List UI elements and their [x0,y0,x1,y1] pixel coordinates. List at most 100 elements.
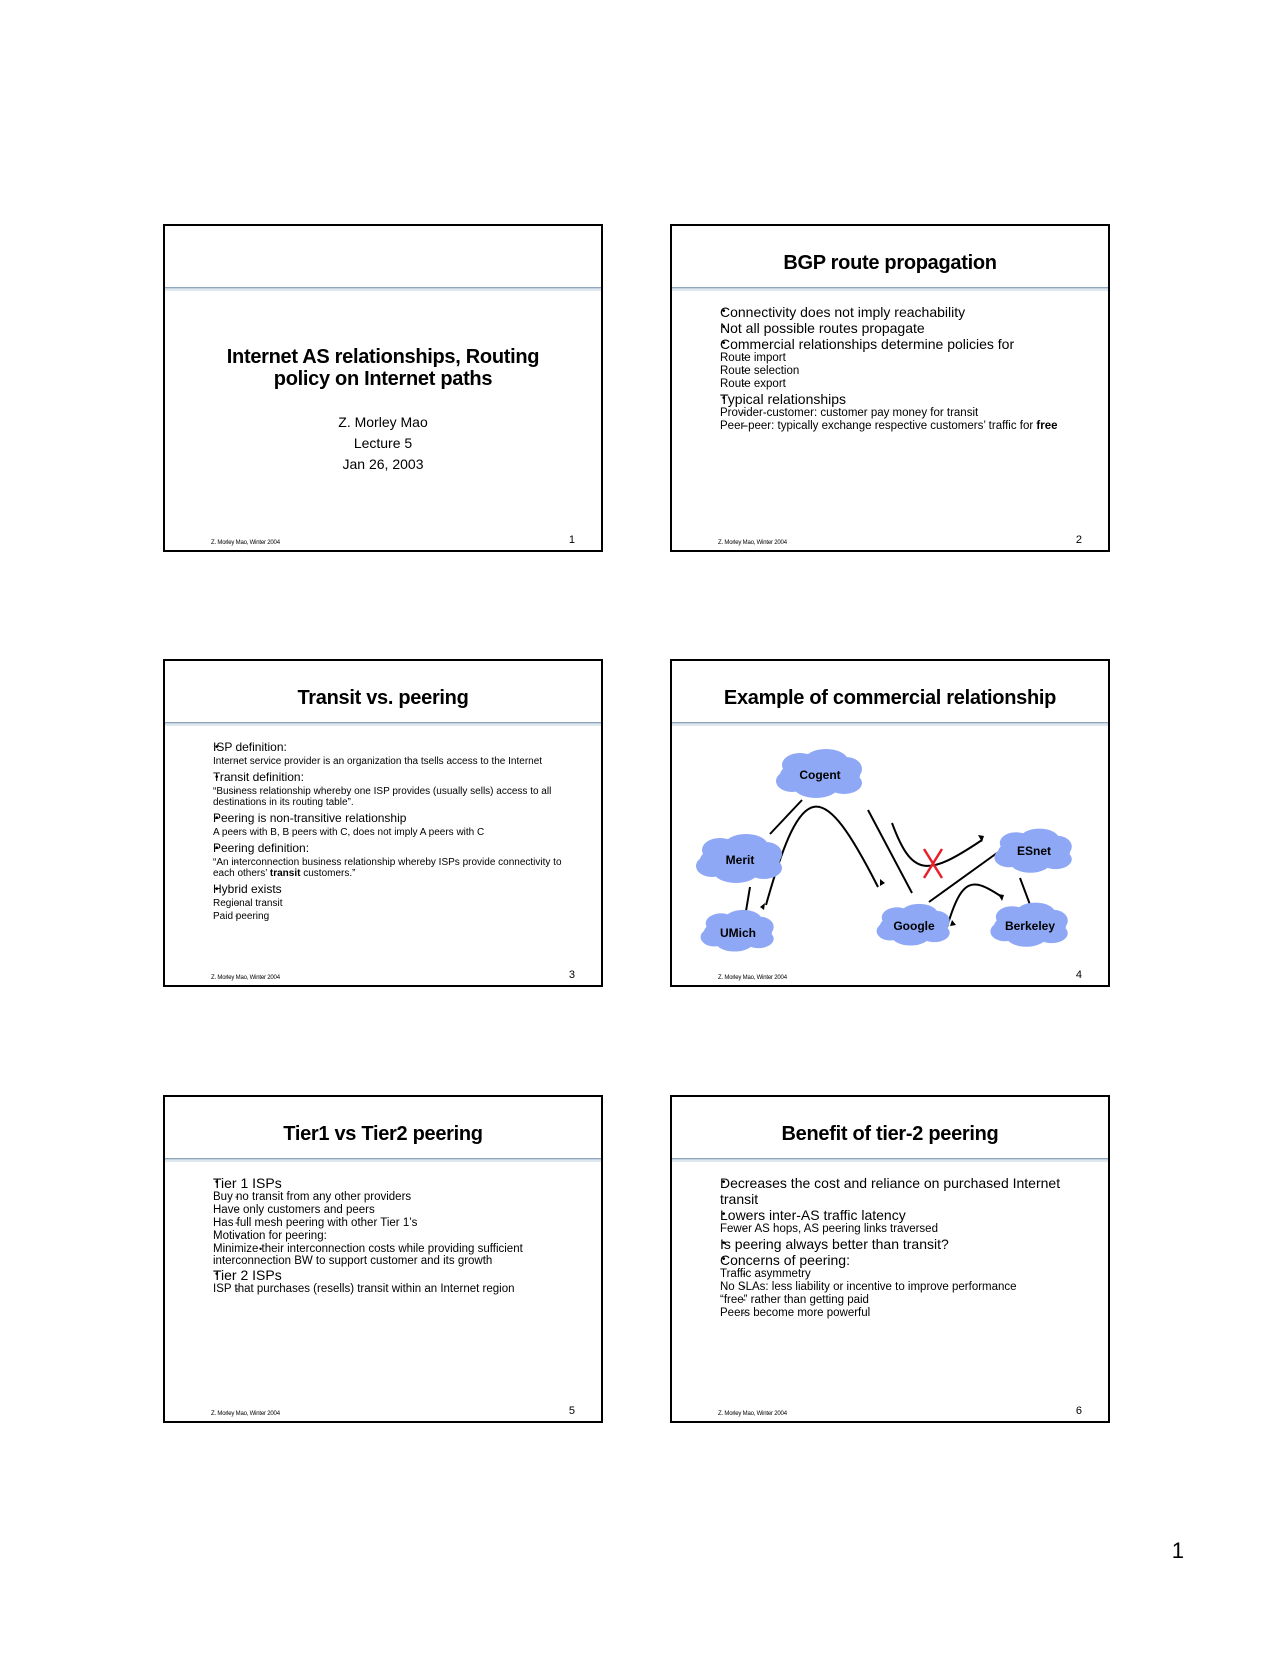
bullet: Concerns of peering: [720,1252,1084,1268]
page-number: 1 [1171,1538,1184,1563]
slide-number: 4 [1075,969,1082,981]
sub-bullet: Route selection [720,365,1084,378]
sub-bullet: Regional transit [213,898,577,909]
sub-bullet: Provider-customer: customer pay money fo… [720,407,1084,420]
slide-title: Transit vs. peering [297,687,469,709]
slide-number: 2 [1075,534,1082,546]
arrowhead [880,879,885,886]
title-rule [672,722,1108,726]
slide-6: Benefit of tier-2 peering Decreases the … [670,1095,1110,1423]
sub-sub-bullet: Minimize their interconnection costs whi… [213,1243,577,1267]
bullet-list: Decreases the cost and reliance on purch… [720,1175,1084,1320]
cloud-label: UMich [720,926,756,940]
arrowhead [978,835,984,842]
bullet: Tier 2 ISPs [213,1267,577,1283]
cloud-label: Google [893,919,935,933]
bullet: Tier 1 ISPs [213,1175,577,1191]
bullet-list: Tier 1 ISPs Buy no transit from any othe… [213,1175,577,1296]
cloud-label: Cogent [799,768,840,782]
bullet: ISP definition: [213,741,577,755]
sub-bullet: Traffic asymmetry [720,1268,1084,1281]
bullet-list: ISP definition: Internet service provide… [213,737,577,923]
bold-word: free [1036,420,1058,432]
cloud-label: ESnet [1017,844,1051,858]
link-line [769,799,803,835]
sub-bullet: Fewer AS hops, AS peering links traverse… [720,1223,1084,1236]
slide-number: 3 [568,969,575,981]
slide-number: 1 [568,534,575,546]
link-line [867,809,913,894]
relationship-diagram: Cogent Merit ESnet UMich Google Berkeley [696,749,1072,952]
cross-stroke [922,848,944,879]
bullet: Commercial relationships determine polic… [720,336,1084,352]
title-rule [672,287,1108,291]
sub-bullet: Paid peering [213,911,577,922]
sub-bullet: Have only customers and peers [213,1204,577,1217]
title-rule [165,722,601,726]
slide-footer: Z. Morley Mao, Winter 2004 [211,540,280,546]
slide-footer: Z. Morley Mao, Winter 2004 [211,1411,280,1417]
cloud-umich: UMich [700,909,774,952]
bullet: Hybrid exists [213,883,577,897]
cloud-berkeley: Berkeley [990,902,1068,947]
title-line: policy on Internet paths [273,368,493,390]
slide-4: Example of commercial relationship [670,659,1110,987]
sub-bullet: Peers become more powerful [720,1307,1084,1320]
lecture: Lecture 5 [353,435,413,451]
title-line: Internet AS relationships, Routing [226,346,540,368]
bullet: Decreases the cost and reliance on purch… [720,1175,1084,1207]
bullet-list: Connectivity does not imply reachability… [720,304,1084,433]
link-curve [946,883,1003,928]
author: Z. Morley Mao [338,414,428,430]
sub-bullet: Has full mesh peering with other Tier 1’… [213,1217,577,1230]
arrowhead [950,920,956,926]
slide-footer: Z. Morley Mao, Winter 2004 [211,975,280,981]
cloud-google: Google [876,903,950,946]
bullet: Transit definition: [213,771,577,785]
slide-title: Tier1 vs Tier2 peering [283,1123,483,1145]
cloud-merit: Merit [696,834,782,883]
slide-title: Benefit of tier-2 peering [781,1123,999,1145]
sub-bullet: “free” rather than getting paid [720,1294,1084,1307]
slide-5: Tier1 vs Tier2 peering Tier 1 ISPs Buy n… [163,1095,603,1423]
cloud-label: Berkeley [1005,919,1055,933]
title-rule [672,1158,1108,1162]
sub-bullet: A peers with B, B peers with C, does not… [213,827,577,838]
bullet: Peering is non-transitive relationship [213,812,577,826]
bullet: Lowers inter-AS traffic latency [720,1207,1084,1223]
blocked-route-mark [922,848,944,879]
title-slide-heading: Internet AS relationships, Routing polic… [165,346,601,390]
bullet: Connectivity does not imply reachability [720,304,1084,320]
slide-footer: Z. Morley Mao, Winter 2004 [718,975,787,981]
title-rule [165,287,601,291]
sub-bullet: Route export [720,378,1084,391]
cloud-esnet: ESnet [994,828,1072,873]
bullet: Typical relationships [720,391,1084,407]
cloud-label: Merit [726,853,755,867]
sub-bullet: ISP that purchases (resells) transit wit… [213,1283,577,1296]
title-rule [165,1158,601,1162]
sub-bullet: Buy no transit from any other providers [213,1191,577,1204]
link-line [928,852,998,903]
arrowheads [760,835,1004,926]
bullet: Peering definition: [213,842,577,856]
arrowhead [760,903,765,910]
sub-bullet: “An interconnection business relationshi… [213,857,577,879]
sub-bullet: Route import [720,352,1084,365]
sub-bullet: Motivation for peering: [213,1230,577,1243]
bullet: Not all possible routes propagate [720,320,1084,336]
slide-1: Internet AS relationships, Routing polic… [163,224,603,552]
sub-bullet-text: “An interconnection business relationshi… [213,857,562,879]
sub-bullet: “Business relationship whereby one ISP p… [213,786,577,808]
relationship-arrows [745,799,1033,928]
slide-2: BGP route propagation Connectivity does … [670,224,1110,552]
slide-title: BGP route propagation [783,252,997,274]
slide-number: 5 [568,1405,575,1417]
slide-number: 6 [1075,1405,1082,1417]
sub-bullet: Internet service provider is an organiza… [213,756,577,767]
sub-bullet: Peer-peer: typically exchange respective… [720,420,1084,433]
slide-title: Example of commercial relationship [723,687,1057,709]
slide-3: Transit vs. peering ISP definition: Inte… [163,659,603,987]
cloud-cogent: Cogent [776,749,862,798]
link-curve [891,822,983,867]
